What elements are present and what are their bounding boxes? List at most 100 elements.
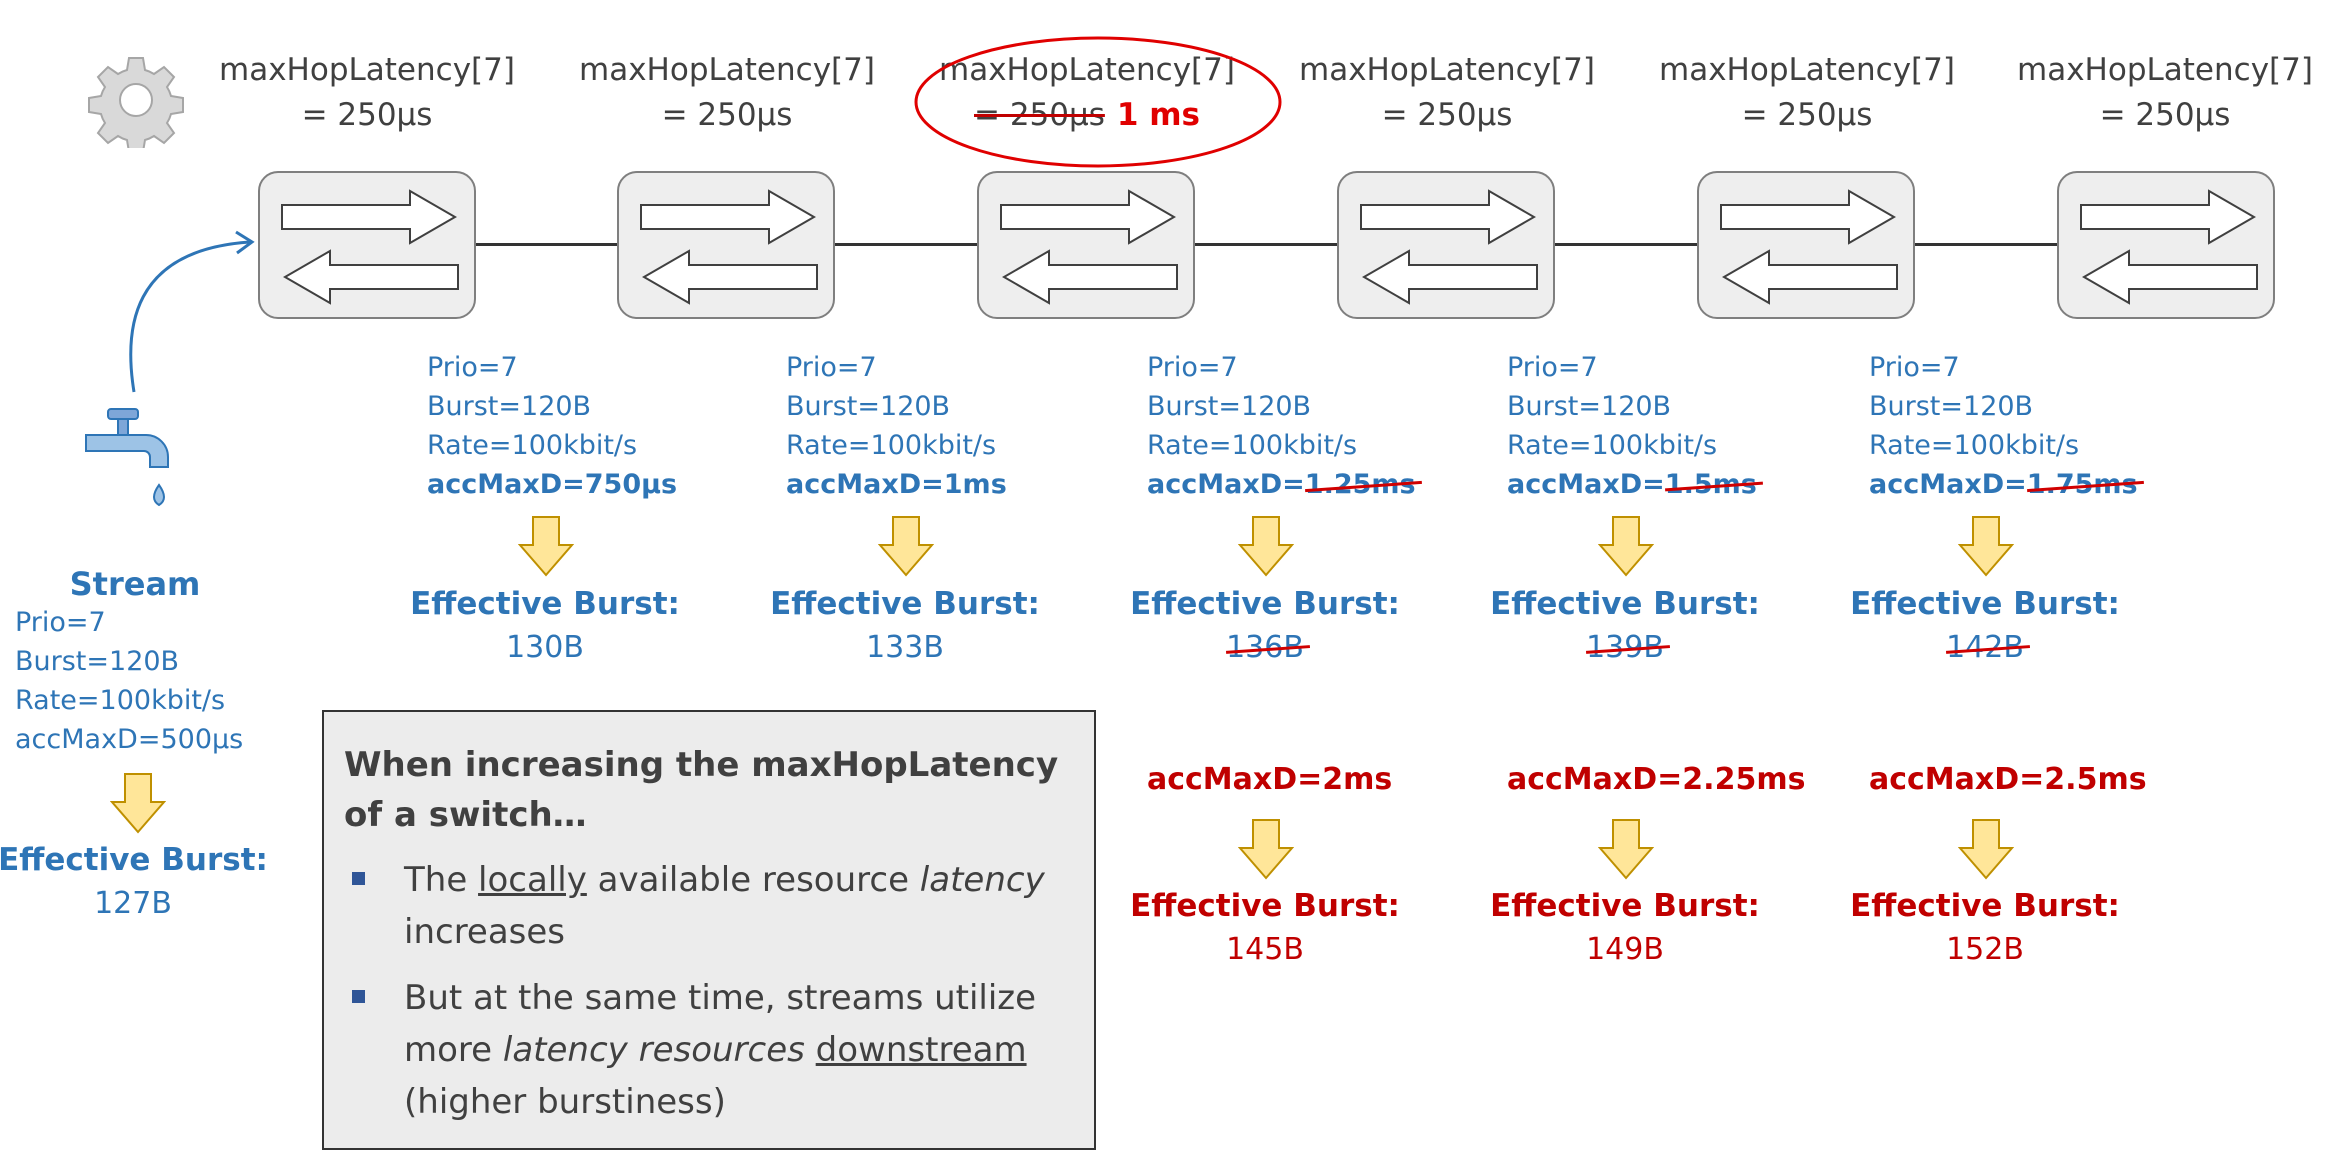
link-line xyxy=(1195,243,1337,246)
param-acc: accMaxD=1.25ms xyxy=(1147,465,1416,504)
stream-params: Prio=7 Burst=120B Rate=100kbit/s accMaxD… xyxy=(15,603,243,759)
down-arrow-icon xyxy=(1957,515,2015,581)
text-run-italic: latency xyxy=(919,860,1045,900)
callout-list: The locally available resource latency i… xyxy=(344,854,1074,1128)
param-acc: accMaxD=500µs xyxy=(15,724,244,755)
effective-burst-label: Effective Burst: xyxy=(1490,586,1760,622)
param-prio: Prio=7 xyxy=(1147,352,1238,383)
param-rate: Rate=100kbit/s xyxy=(1147,430,1358,461)
text-run-underlined: downstream xyxy=(815,1030,1027,1070)
switch[interactable] xyxy=(258,171,476,319)
switch[interactable] xyxy=(977,171,1195,319)
param-acc: accMaxD=1.75ms xyxy=(1869,465,2138,504)
param-acc: accMaxD=1.5ms xyxy=(1507,465,1757,504)
effective-burst-value: 139B xyxy=(1480,626,1770,670)
param-acc-struck: 1.25ms xyxy=(1304,469,1416,500)
text-run: The xyxy=(404,860,479,900)
effective-burst-label: Effective Burst: xyxy=(1850,586,2120,622)
link-params-5: Prio=7 Burst=120B Rate=100kbit/s accMaxD… xyxy=(1869,348,2138,504)
param-acc: accMaxD=750µs xyxy=(427,469,678,500)
switch-arrows-icon xyxy=(640,189,818,305)
param-burst: Burst=120B xyxy=(1147,391,1312,422)
callout-bullet-1: The locally available resource latency i… xyxy=(344,854,1074,958)
text-run xyxy=(805,1030,816,1070)
down-arrow-icon xyxy=(1597,818,1655,884)
hop-title-2: maxHopLatency[7] = 250µs xyxy=(567,48,887,138)
callout-heading: When increasing the maxHopLatency of a s… xyxy=(344,745,1059,835)
callout-bullet-2: But at the same time, streams utilize mo… xyxy=(344,972,1074,1128)
param-acc-prefix: accMaxD= xyxy=(1869,469,2027,500)
param-acc-prefix: accMaxD= xyxy=(1507,469,1665,500)
switch[interactable] xyxy=(617,171,835,319)
param-burst: Burst=120B xyxy=(15,646,180,677)
hop-title-line2: = 250µs xyxy=(301,97,433,133)
text-run: But at the same time, streams utilize mo… xyxy=(404,978,1037,1070)
hop-title-line2: = 250µs xyxy=(2099,97,2231,133)
text-run: increases xyxy=(404,912,566,952)
text-run-italic: latency resources xyxy=(502,1030,805,1070)
new-effective-burst-label: Effective Burst: xyxy=(1490,888,1760,924)
param-prio: Prio=7 xyxy=(1507,352,1598,383)
hop-title-5: maxHopLatency[7] = 250µs xyxy=(1647,48,1967,138)
switch-arrows-icon xyxy=(1000,189,1178,305)
gear-icon xyxy=(88,52,184,153)
switch[interactable] xyxy=(1337,171,1555,319)
hop-title-4: maxHopLatency[7] = 250µs xyxy=(1287,48,1607,138)
switch-arrows-icon xyxy=(1720,189,1898,305)
switch[interactable] xyxy=(2057,171,2275,319)
hop-title-line1: maxHopLatency[7] xyxy=(579,52,875,88)
link-line xyxy=(835,243,977,246)
link-params-1: Prio=7 Burst=120B Rate=100kbit/s accMaxD… xyxy=(427,348,677,504)
param-burst: Burst=120B xyxy=(786,391,951,422)
effective-burst-value: 133B xyxy=(866,630,944,665)
new-effective-burst-label: Effective Burst: xyxy=(1850,888,2120,924)
param-burst: Burst=120B xyxy=(427,391,592,422)
param-acc-struck: 1.75ms xyxy=(2026,469,2138,500)
new-acc-value: accMaxD=2.25ms xyxy=(1507,762,1806,797)
param-rate: Rate=100kbit/s xyxy=(1869,430,2080,461)
link-line xyxy=(1915,243,2057,246)
param-rate: Rate=100kbit/s xyxy=(427,430,638,461)
hop-title-line2: = 250µs xyxy=(661,97,793,133)
hop-title-1: maxHopLatency[7] = 250µs xyxy=(207,48,527,138)
down-arrow-icon xyxy=(877,515,935,581)
switch[interactable] xyxy=(1697,171,1915,319)
new-effective-burst-value: 149B xyxy=(1586,932,1664,967)
down-arrow-icon xyxy=(1597,515,1655,581)
hop-title-line1: maxHopLatency[7] xyxy=(1299,52,1595,88)
callout-box: When increasing the maxHopLatency of a s… xyxy=(322,710,1096,1150)
hop-title-6: maxHopLatency[7] = 250µs xyxy=(2005,48,2325,138)
new-acc-value: accMaxD=2.5ms xyxy=(1869,762,2147,797)
highlight-ellipse xyxy=(912,34,1284,174)
text-run-underlined: locally xyxy=(478,860,587,900)
bullet-icon xyxy=(352,990,365,1003)
new-acc-value: accMaxD=2ms xyxy=(1147,762,1393,797)
effective-burst-label: Effective Burst: xyxy=(1130,586,1400,622)
param-acc-prefix: accMaxD= xyxy=(1147,469,1305,500)
stream-flow-arrow xyxy=(110,220,260,404)
hop-title-line2: = 250µs xyxy=(1741,97,1873,133)
new-effective-burst-value: 152B xyxy=(1946,932,2024,967)
link-params-3: Prio=7 Burst=120B Rate=100kbit/s accMaxD… xyxy=(1147,348,1416,504)
down-arrow-icon xyxy=(517,515,575,581)
link-line xyxy=(1555,243,1697,246)
param-prio: Prio=7 xyxy=(427,352,518,383)
param-rate: Rate=100kbit/s xyxy=(786,430,997,461)
text-run: (higher burstiness) xyxy=(404,1082,726,1122)
param-rate: Rate=100kbit/s xyxy=(1507,430,1718,461)
down-arrow-icon xyxy=(1237,818,1295,884)
param-acc: accMaxD=1ms xyxy=(786,469,1007,500)
down-arrow-icon xyxy=(1237,515,1295,581)
effective-burst-label: Effective Burst: xyxy=(410,586,680,622)
effective-burst-value: 130B xyxy=(506,630,584,665)
param-acc-struck: 1.5ms xyxy=(1664,469,1757,500)
effective-burst-struck: 139B xyxy=(1586,630,1664,665)
text-run: available resource xyxy=(586,860,920,900)
param-prio: Prio=7 xyxy=(786,352,877,383)
effective-burst-value: 136B xyxy=(1120,626,1410,670)
effective-burst-label: Effective Burst: xyxy=(0,842,268,878)
switch-arrows-icon xyxy=(1360,189,1538,305)
bullet-icon xyxy=(352,872,365,885)
param-burst: Burst=120B xyxy=(1869,391,2034,422)
